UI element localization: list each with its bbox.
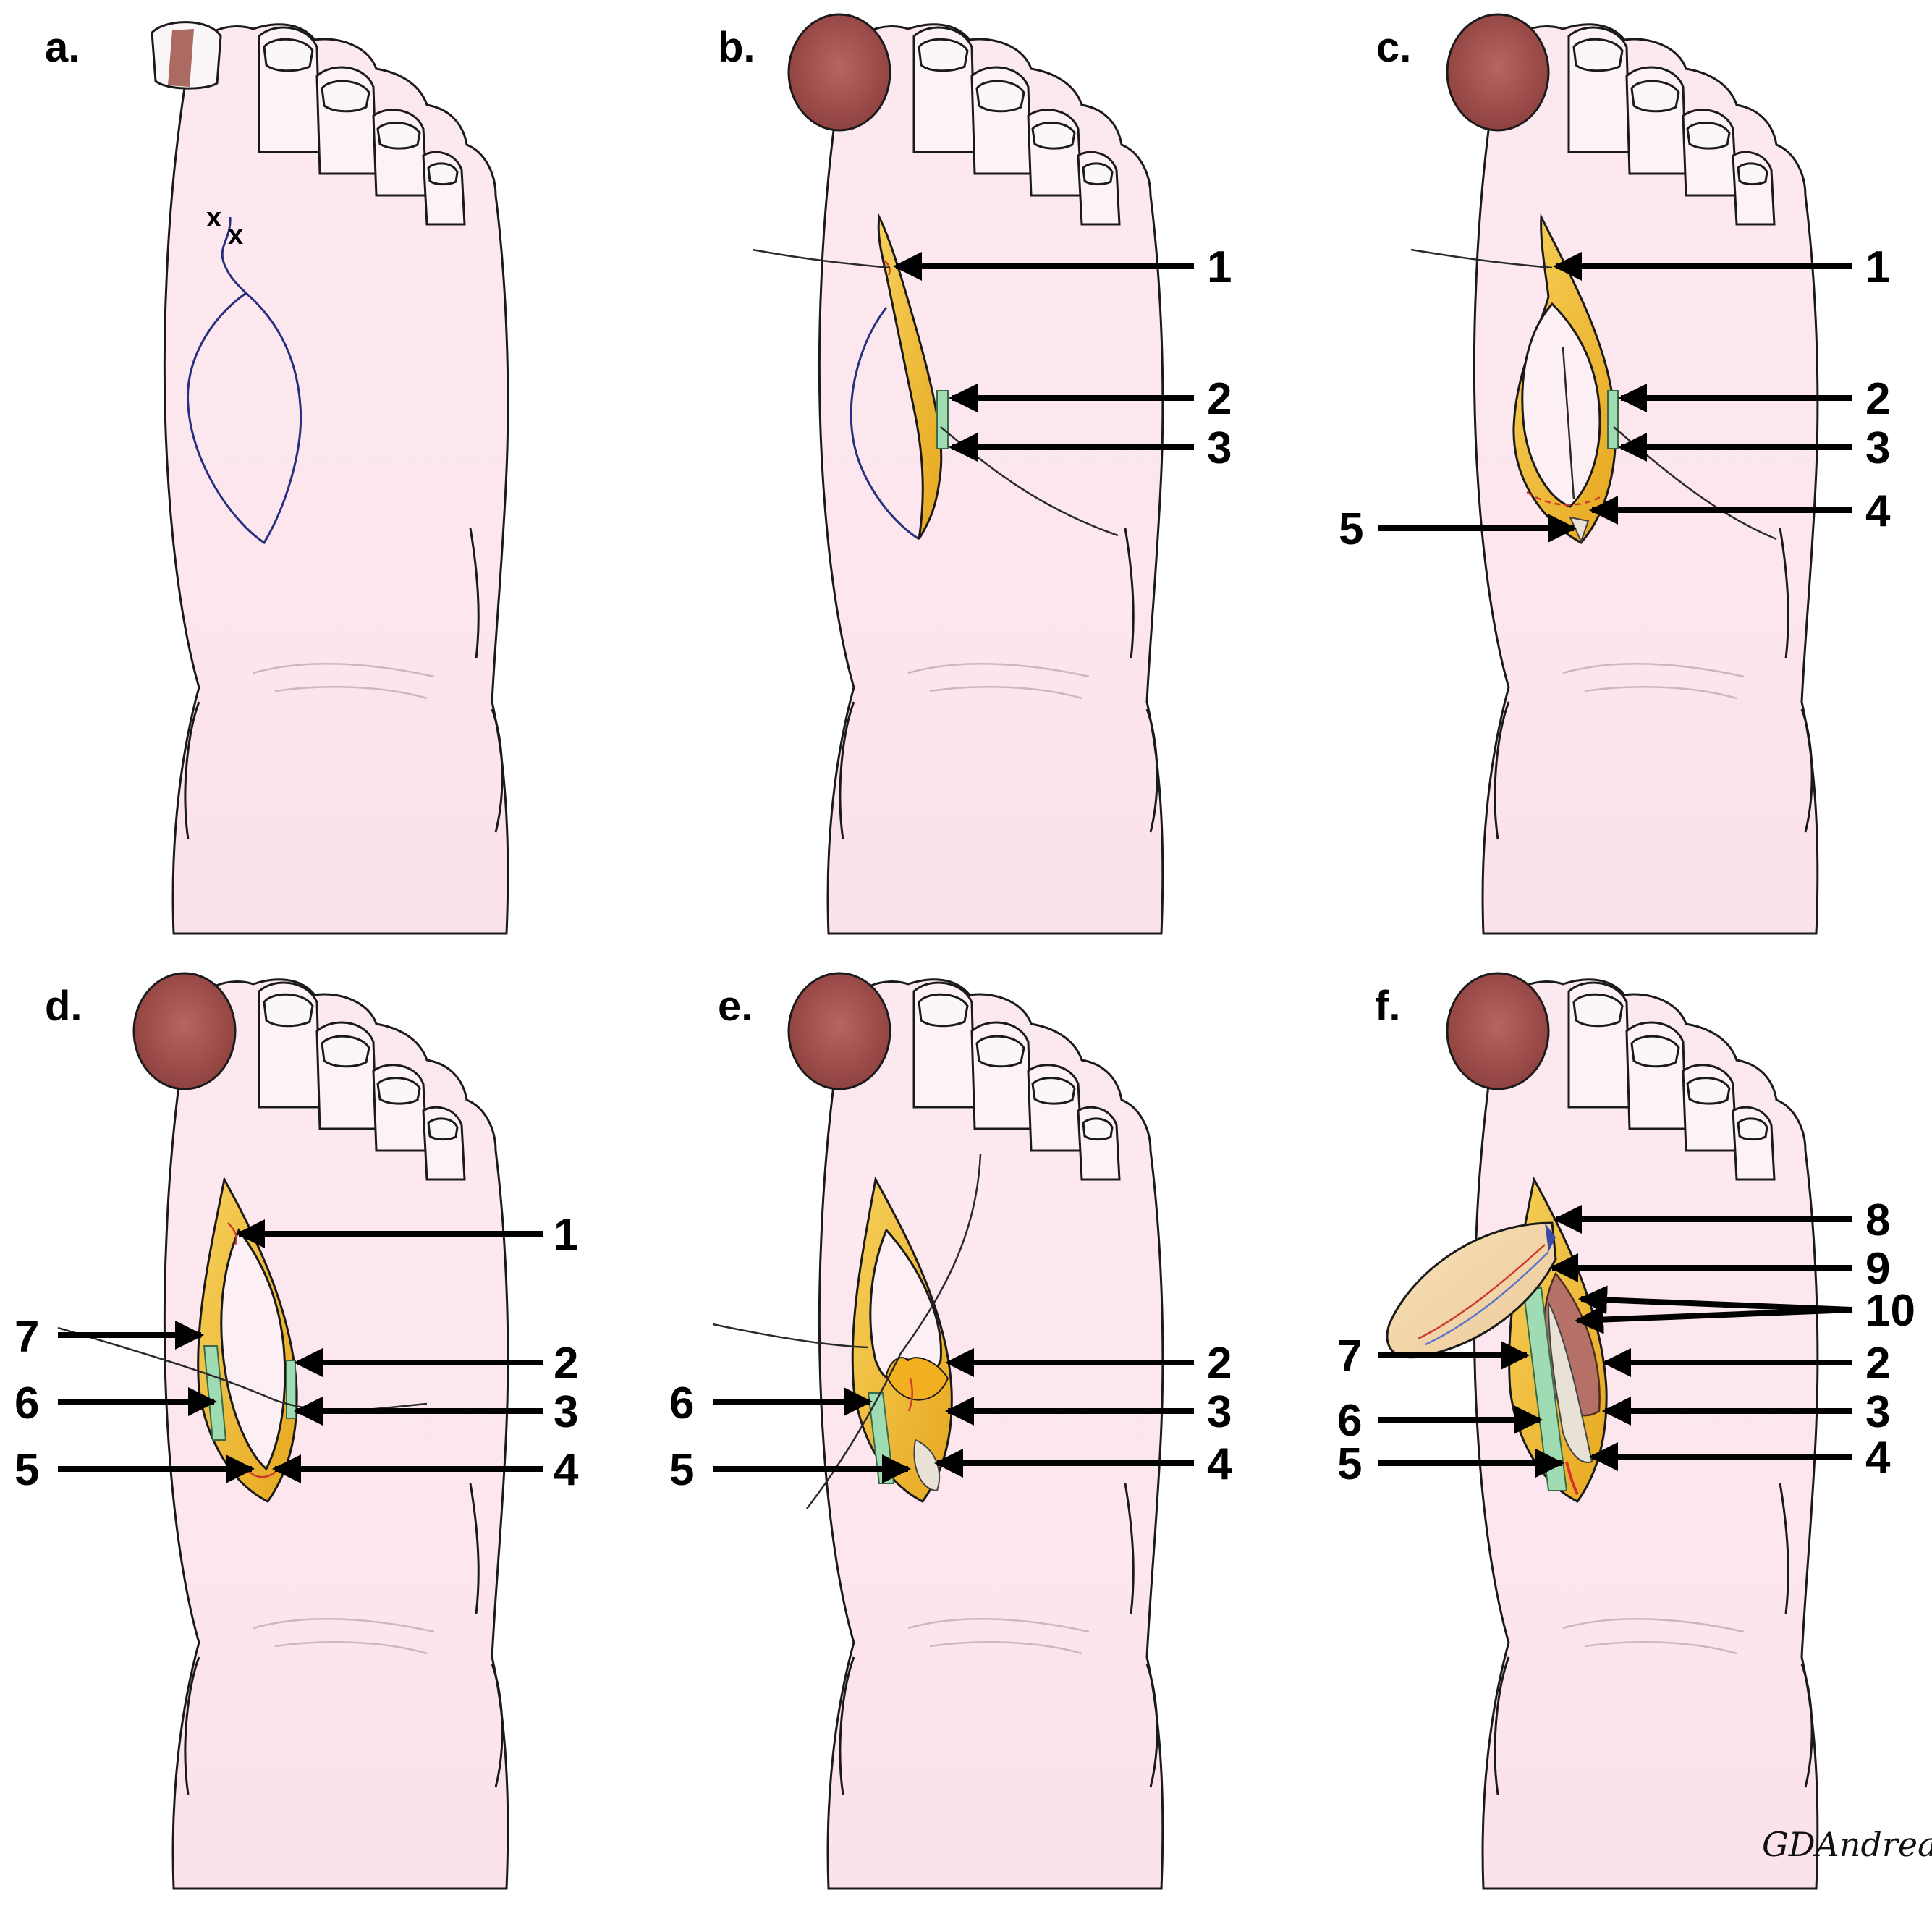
suture-thread-2: [806, 1153, 982, 1509]
callout-label: 4: [1207, 1439, 1232, 1489]
callout-label: 6: [669, 1378, 694, 1428]
probe-line: [1562, 347, 1575, 500]
hallux-nail-icon: [1446, 13, 1550, 132]
callout-label: 10: [1865, 1286, 1915, 1336]
flap-vessel-1: [1418, 1244, 1546, 1340]
pedicle: [1545, 1223, 1556, 1252]
flap-inner-window: [220, 1227, 287, 1471]
flap-strip: [877, 213, 943, 540]
callout-label: 2: [1865, 374, 1890, 424]
vessel: [227, 1222, 238, 1245]
mark-x-2: x: [228, 220, 243, 250]
callout-label: 3: [1207, 1387, 1232, 1437]
hallux-nail-icon: [787, 972, 891, 1090]
callout-label: 3: [554, 1387, 578, 1437]
tendon-strip: [936, 390, 949, 449]
panel-d: d. 1 7 2 6 3 5 4: [14, 972, 579, 1890]
hallux-nail-icon: [132, 972, 237, 1090]
callout-label: 3: [1865, 423, 1890, 473]
callout-label: 6: [14, 1378, 39, 1428]
nail-bruise-stripe: [168, 29, 194, 87]
callout-label: 9: [1865, 1244, 1890, 1294]
callout-label: 1: [1207, 242, 1232, 292]
incision-lens: [187, 292, 302, 545]
panel-letter-f: f.: [1375, 983, 1400, 1030]
vessel: [1565, 1461, 1579, 1495]
callout-label: 3: [1865, 1387, 1890, 1437]
callout-label: 8: [1865, 1195, 1890, 1245]
callout-label: 3: [1207, 423, 1232, 473]
vessel: [907, 1378, 913, 1412]
panel-letter-c: c.: [1376, 24, 1411, 71]
suture-thread-1: [1410, 248, 1553, 269]
callout-label: 7: [14, 1312, 39, 1362]
callout-label: 5: [1337, 1439, 1362, 1489]
tendon-strip: [1607, 390, 1619, 449]
tendon-strip: [286, 1360, 296, 1419]
panel-b: b. 1 2 3: [718, 13, 1232, 935]
incision-line: [221, 216, 247, 295]
callout-label: 2: [1207, 1339, 1232, 1389]
callout-label: 4: [1865, 1433, 1891, 1483]
callout-label: 5: [14, 1445, 39, 1495]
callout-label: 4: [1865, 486, 1891, 536]
mark-x-1: x: [206, 203, 221, 233]
callout-label: 4: [554, 1445, 579, 1495]
callout-label: 5: [1339, 504, 1363, 554]
panel-f: f. 8 9 10 7 2 6 3 5 4 GDAndrea: [1337, 972, 1932, 1890]
flap-vessel-2: [1425, 1251, 1549, 1346]
callout-label: 1: [1865, 242, 1890, 292]
hallux-nail-icon: [787, 13, 891, 132]
callout-label: 7: [1337, 1331, 1362, 1381]
flap-inner-window: [1521, 302, 1601, 508]
panel-a: x x a.: [45, 21, 509, 935]
hallux-nail-icon: [1446, 972, 1550, 1090]
callout-label: 6: [1337, 1396, 1362, 1446]
callout-label: 2: [1865, 1339, 1890, 1389]
callout-arrow: [1575, 1305, 1853, 1334]
callout-label: 2: [1207, 374, 1232, 424]
bone-strip: [1548, 1302, 1593, 1463]
panel-letter-a: a.: [45, 24, 80, 71]
callout-label: 5: [669, 1445, 694, 1495]
callout-label: 2: [554, 1339, 578, 1389]
callout-arrow: [1578, 1285, 1853, 1315]
panel-c: c. 1 2 3 4 5: [1339, 13, 1891, 935]
bone-tip: [913, 1439, 941, 1492]
lifted-flap: [1386, 1221, 1557, 1359]
incision-lens: [850, 307, 920, 541]
panel-letter-d: d.: [45, 983, 82, 1030]
panel-letter-b: b.: [718, 24, 755, 71]
panel-e: e. 2 6 3 5 4: [669, 972, 1232, 1890]
suture-thread-1: [712, 1323, 869, 1349]
suture-thread-1: [752, 248, 891, 269]
artist-signature: GDAndrea: [1762, 1825, 1932, 1864]
callout-label: 1: [554, 1210, 578, 1260]
panel-letter-e: e.: [718, 983, 753, 1030]
